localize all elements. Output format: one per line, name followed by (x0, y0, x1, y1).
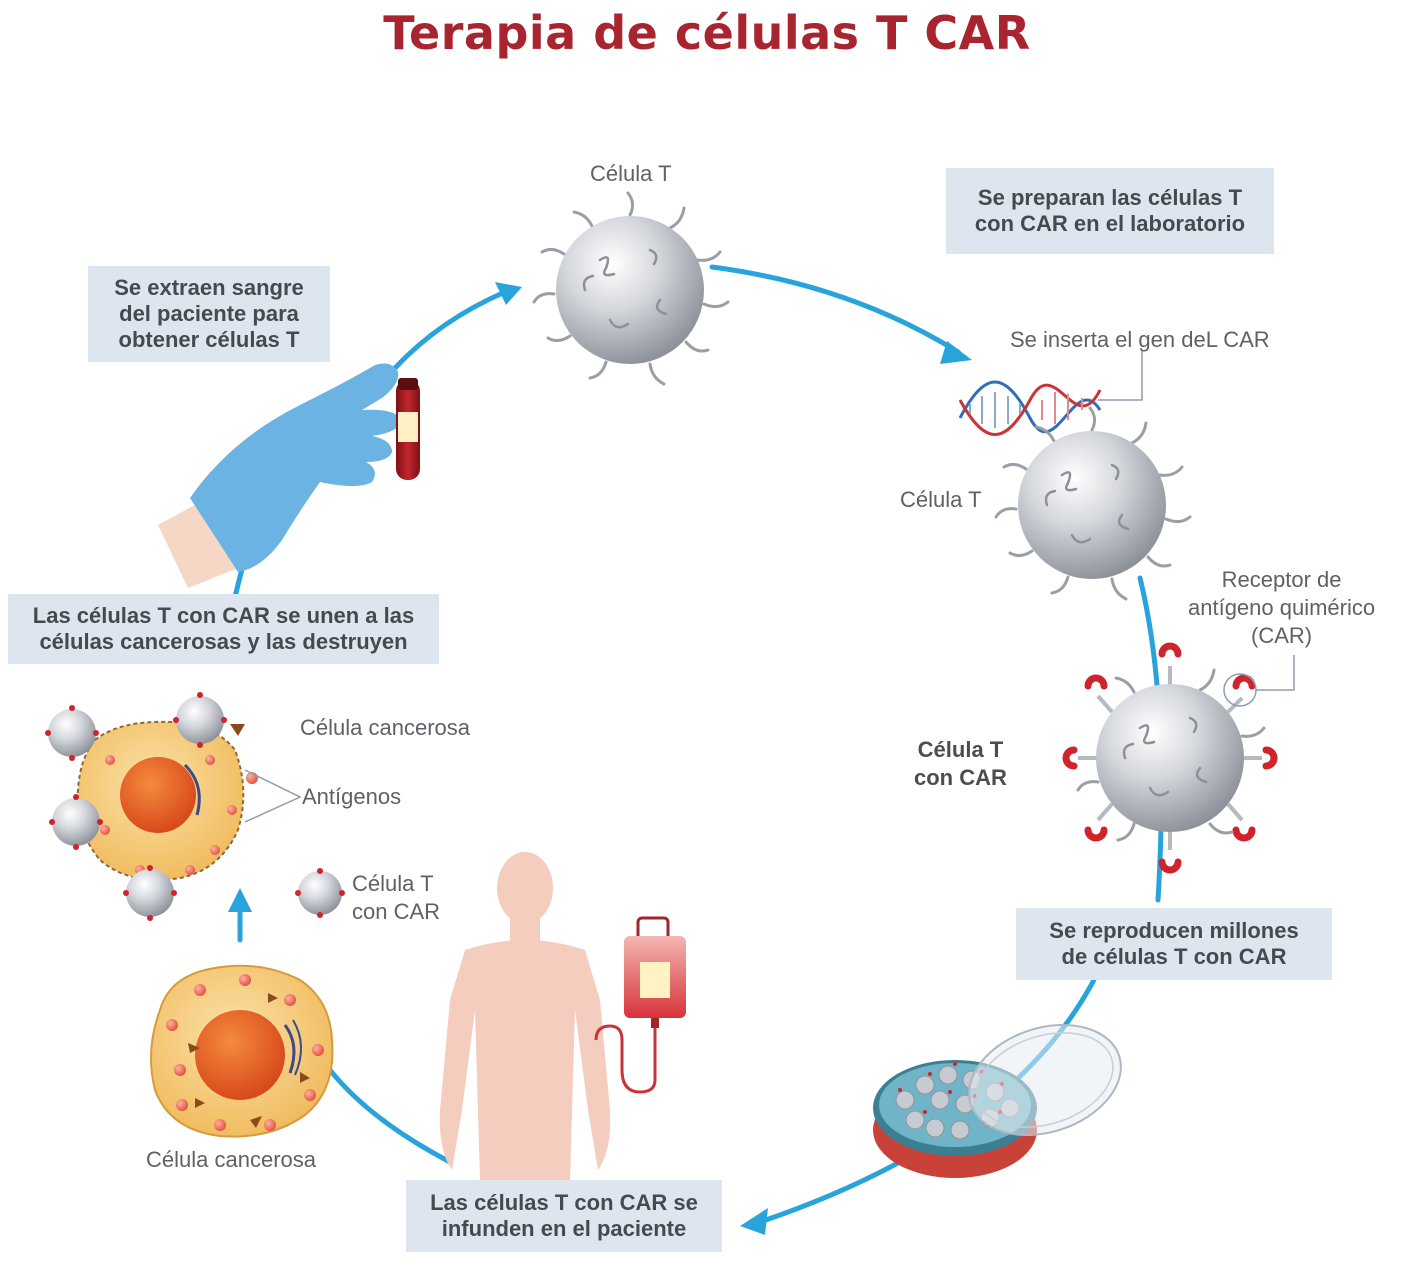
t-cell-icon (996, 408, 1190, 599)
cancer-cell-label-top: Célula cancerosa (300, 714, 470, 742)
t-cell-icon (534, 193, 728, 384)
step-bind-box: Las células T con CAR se unen a las célu… (8, 594, 439, 664)
patient-body-icon (440, 852, 611, 1180)
blood-tube-icon (396, 378, 420, 480)
cancer-cell-icon (78, 722, 258, 880)
car-t-label-right: Célula T con CAR (914, 736, 1007, 792)
step-reproduce-box: Se reproducen millones de células T con … (1016, 908, 1332, 980)
gene-insert-label: Se inserta el gen deL CAR (1010, 326, 1270, 354)
t-cell-label-right: Célula T (900, 486, 982, 514)
cancer-cell-icon (151, 966, 332, 1137)
step-extract-box: Se extraen sangre del paciente para obte… (88, 266, 330, 362)
antigens-label: Antígenos (302, 783, 401, 811)
cancer-cell-label-bottom: Célula cancerosa (146, 1146, 316, 1174)
petri-dish-icon (873, 1006, 1135, 1178)
dna-helix-icon (960, 350, 1142, 435)
iv-bag-icon (596, 918, 686, 1092)
gloved-hand-icon (158, 364, 402, 588)
receptor-label: Receptor de antígeno quimérico (CAR) (1188, 566, 1375, 650)
car-t-cell-icon (1066, 646, 1274, 870)
step-infuse-box: Las células T con CAR se infunden en el … (406, 1180, 722, 1252)
step-prepare-box: Se preparan las células T con CAR en el … (946, 168, 1274, 254)
car-t-label-small: Célula T con CAR (352, 870, 440, 926)
t-cell-label-top: Célula T (590, 160, 672, 188)
